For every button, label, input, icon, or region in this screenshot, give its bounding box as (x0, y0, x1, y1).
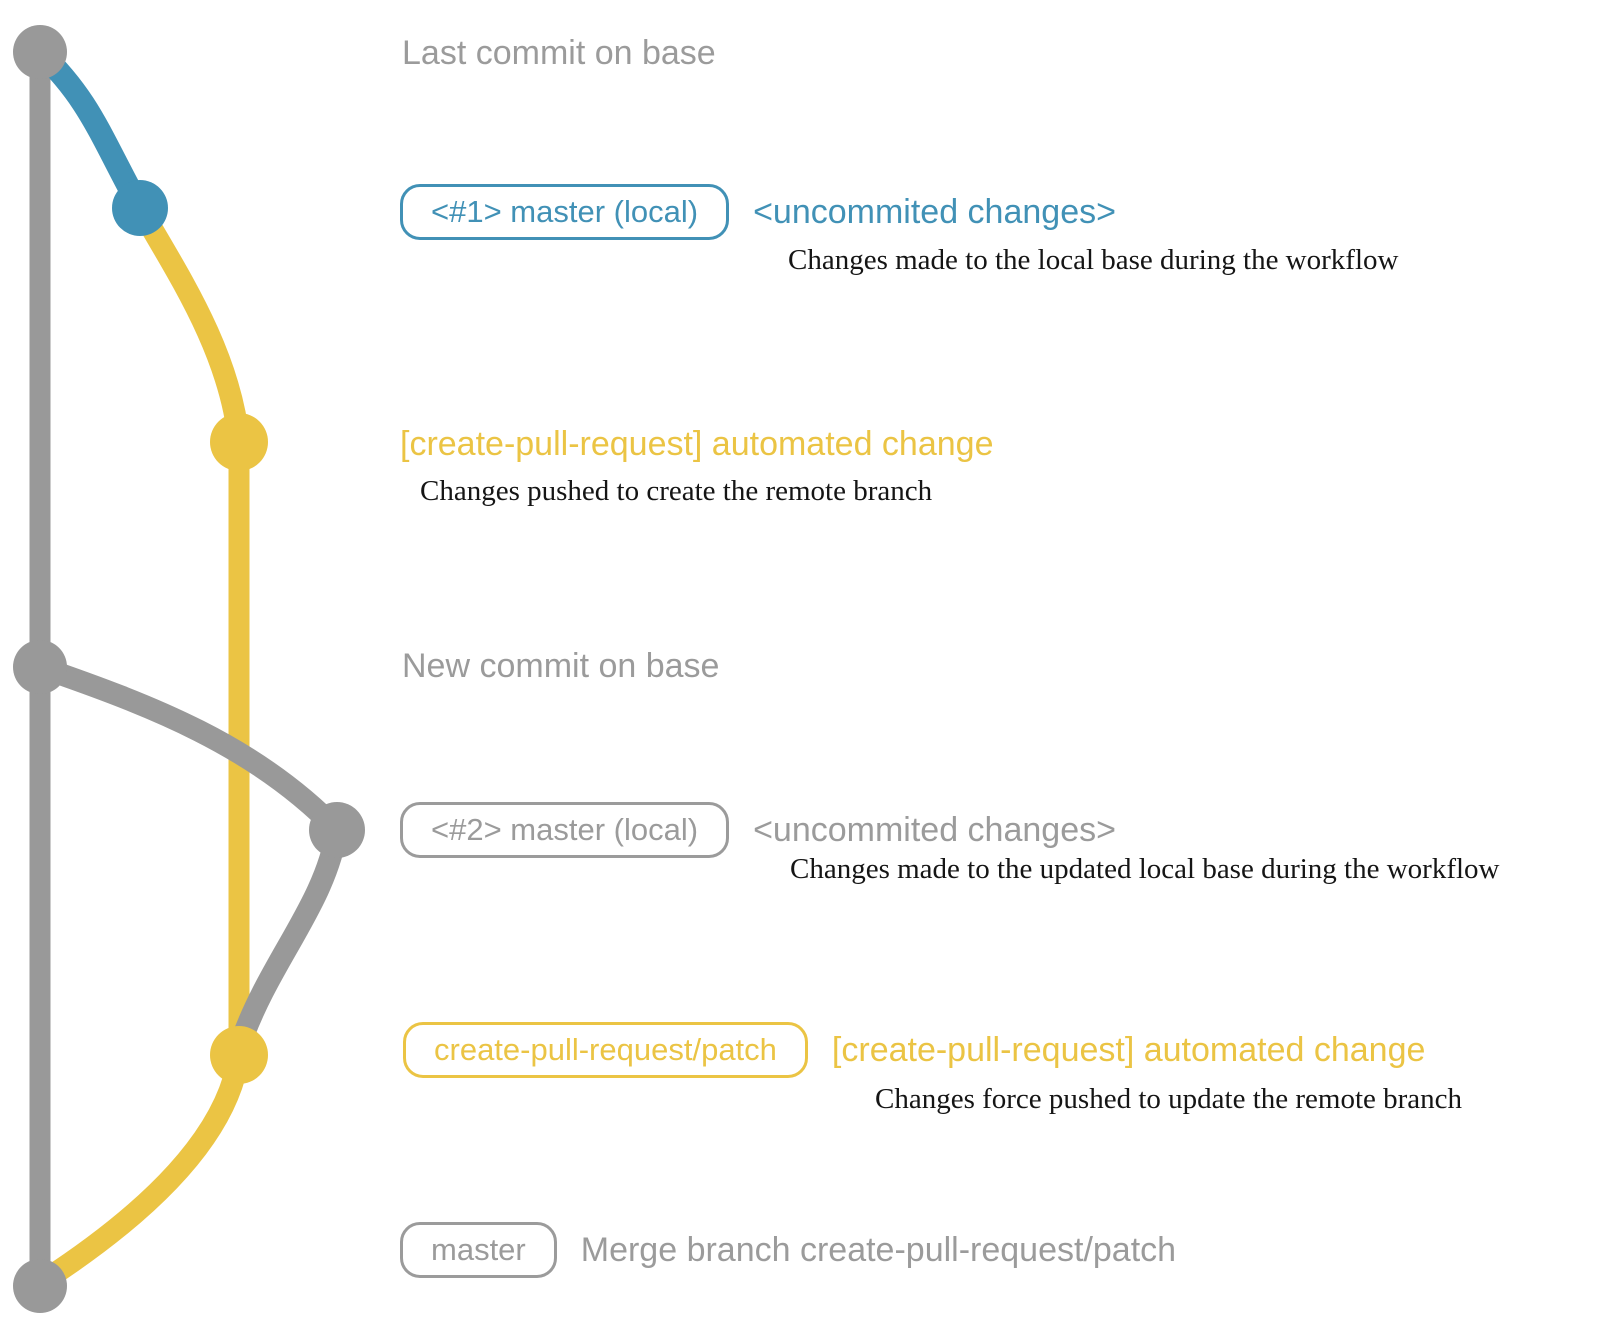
last-commit-label: Last commit on base (402, 34, 716, 72)
merge-row: master Merge branch create-pull-request/… (400, 1221, 1176, 1279)
edge-patch1-branch-curve (130, 202, 250, 444)
local2-row: <#2> master (local) <uncommited changes> (400, 801, 1116, 859)
node-local1-commit (112, 180, 168, 236)
merge-commit-message: Merge branch create-pull-request/patch (580, 1230, 1177, 1269)
local1-row: <#1> master (local) <uncommited changes> (400, 183, 1116, 241)
patch2-description: Changes force pushed to update the remot… (875, 1083, 1463, 1115)
node-last-base-commit (13, 25, 67, 79)
node-merge-commit (13, 1259, 67, 1313)
local1-description: Changes made to the local base during th… (788, 244, 1399, 276)
master-branch-badge: master (400, 1222, 557, 1278)
local1-branch-badge: <#1> master (local) (400, 184, 730, 240)
local1-status-text: <uncommited changes> (753, 192, 1116, 231)
local2-status-text: <uncommited changes> (753, 810, 1116, 849)
node-patch2-commit (210, 1026, 268, 1084)
patch1-description: Changes pushed to create the remote bran… (420, 475, 933, 507)
edge-local2-merge-curve (230, 828, 348, 1046)
local2-branch-badge: <#2> master (local) (400, 802, 730, 858)
local2-description: Changes made to the updated local base d… (790, 853, 1500, 885)
patch1-commit-message: [create-pull-request] automated change (400, 425, 994, 463)
patch2-row: create-pull-request/patch [create-pull-r… (403, 1021, 1425, 1079)
patch-branch-badge: create-pull-request/patch (403, 1022, 808, 1078)
edge-local2-branch-curve (36, 656, 345, 838)
new-commit-label: New commit on base (402, 647, 720, 685)
patch2-commit-message: [create-pull-request] automated change (831, 1030, 1426, 1069)
node-new-base-commit (13, 640, 67, 694)
node-patch1-commit (210, 413, 268, 471)
edge-patch-merge-curve (36, 1053, 250, 1292)
node-local2-commit (309, 802, 365, 858)
